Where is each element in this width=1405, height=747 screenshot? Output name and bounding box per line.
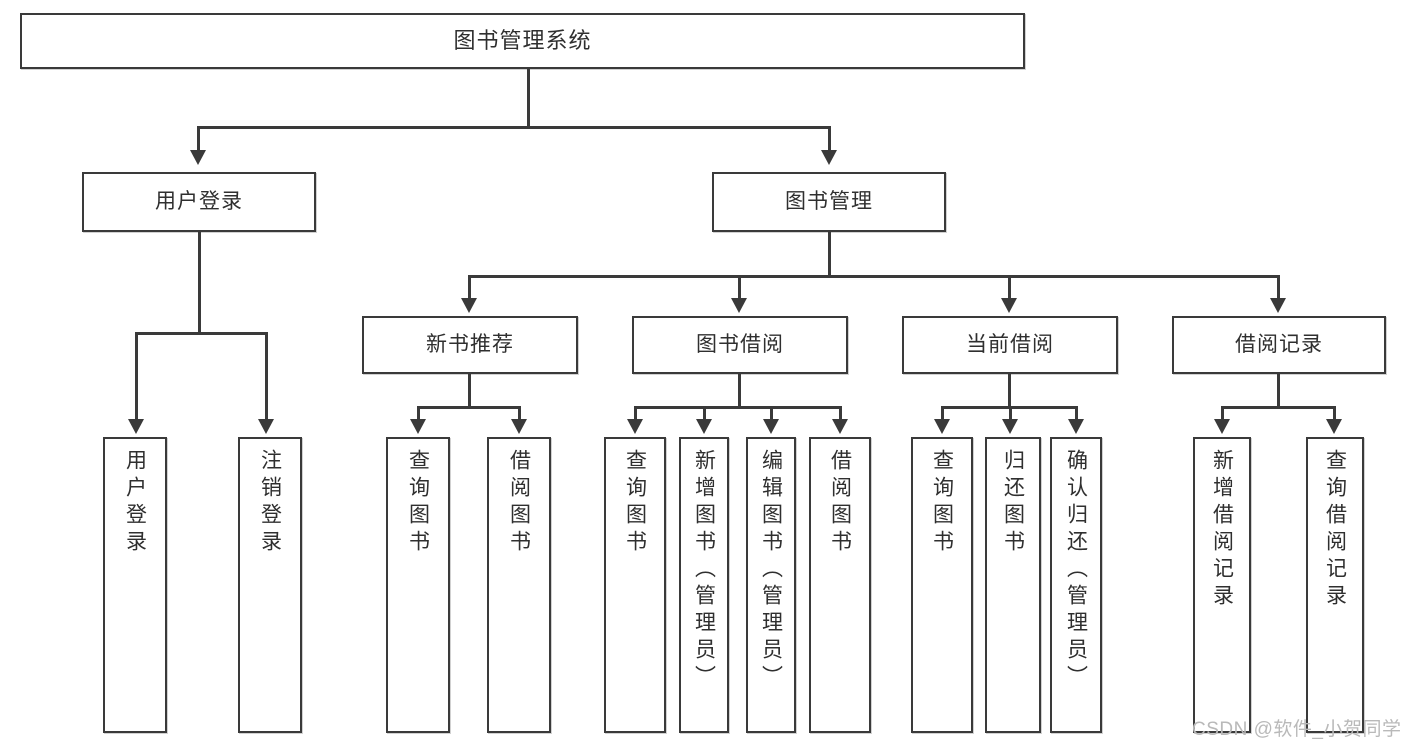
node-label: 图书管理 [785, 190, 873, 214]
leaf-current-borrow-confirm-return[interactable]: 确认归还（管理员） [1050, 437, 1102, 733]
node-label: 新增图书（管理员） [692, 449, 716, 692]
node-book-management[interactable]: 图书管理 [712, 172, 946, 232]
leaf-current-borrow-return-book[interactable]: 归还图书 [985, 437, 1041, 733]
connector-new-book-stem [468, 374, 471, 407]
connector-user-login-right [265, 332, 268, 420]
connector-book-borrow-l2 [703, 406, 706, 420]
leaf-book-borrow-query-book[interactable]: 查询图书 [604, 437, 666, 733]
connector-book-borrow-l3 [770, 406, 773, 420]
node-label: 查询借阅记录 [1323, 449, 1347, 611]
connector-root-to-book-mgmt [828, 126, 831, 152]
node-label: 新增借阅记录 [1210, 449, 1234, 611]
connector-book-borrow-stem [738, 374, 741, 407]
node-label: 新书推荐 [426, 333, 514, 357]
leaf-borrow-record-query-record[interactable]: 查询借阅记录 [1306, 437, 1364, 733]
node-label: 用户登录 [155, 190, 243, 214]
arrowhead-current-borrow-leaf-3 [1068, 419, 1084, 434]
node-label: 图书借阅 [696, 333, 784, 357]
node-label: 编辑图书（管理员） [759, 449, 783, 692]
node-label: 查询图书 [406, 449, 430, 557]
node-label: 图书管理系统 [453, 27, 592, 53]
node-label: 借阅图书 [828, 449, 852, 557]
connector-current-borrow-stem [1008, 374, 1011, 407]
leaf-book-borrow-add-book[interactable]: 新增图书（管理员） [679, 437, 729, 733]
connector-to-book-borrow [738, 275, 741, 299]
arrowhead-new-book-leaf-1 [410, 419, 426, 434]
connector-book-borrow-bus [634, 406, 842, 409]
node-label: 查询图书 [623, 449, 647, 557]
node-label: 确认归还（管理员） [1064, 449, 1088, 692]
node-current-borrow[interactable]: 当前借阅 [902, 316, 1118, 374]
node-label: 注销登录 [258, 449, 282, 557]
leaf-current-borrow-query-book[interactable]: 查询图书 [911, 437, 973, 733]
connector-borrow-record-bus [1221, 406, 1336, 409]
connector-borrow-record-l2 [1333, 406, 1336, 420]
arrowhead-user-login-leaf-1 [128, 419, 144, 434]
connector-user-login-left [135, 332, 138, 420]
leaf-book-borrow-edit-book[interactable]: 编辑图书（管理员） [746, 437, 796, 733]
arrowhead-book-borrow-leaf-4 [832, 419, 848, 434]
connector-new-book-l1 [417, 406, 420, 420]
connector-root-stem [527, 69, 530, 127]
arrowhead-borrow-record-leaf-1 [1214, 419, 1230, 434]
node-user-login[interactable]: 用户登录 [82, 172, 316, 232]
connector-current-borrow-l1 [941, 406, 944, 420]
connector-new-book-bus [417, 406, 521, 409]
arrowhead-to-borrow-record [1270, 298, 1286, 313]
arrowhead-book-borrow-leaf-1 [627, 419, 643, 434]
arrowhead-user-login-leaf-2 [258, 419, 274, 434]
node-label: 借阅图书 [507, 449, 531, 557]
connector-current-borrow-l3 [1075, 406, 1078, 420]
arrowhead-current-borrow-leaf-1 [934, 419, 950, 434]
node-borrow-record[interactable]: 借阅记录 [1172, 316, 1386, 374]
node-label: 查询图书 [930, 449, 954, 557]
node-label: 当前借阅 [966, 333, 1054, 357]
connector-book-borrow-l1 [634, 406, 637, 420]
node-book-borrow[interactable]: 图书借阅 [632, 316, 848, 374]
node-label: 归还图书 [1001, 449, 1025, 557]
node-root-system[interactable]: 图书管理系统 [20, 13, 1025, 69]
connector-new-book-l2 [518, 406, 521, 420]
connector-user-login-bus [135, 332, 268, 335]
arrowhead-to-user-login [190, 150, 206, 165]
leaf-book-borrow-borrow-book[interactable]: 借阅图书 [809, 437, 871, 733]
arrowhead-to-book-borrow [731, 298, 747, 313]
leaf-new-book-query-book[interactable]: 查询图书 [386, 437, 450, 733]
connector-book-borrow-l4 [839, 406, 842, 420]
connector-user-login-stem [198, 232, 201, 333]
connector-borrow-record-stem [1277, 374, 1280, 407]
node-label: 借阅记录 [1235, 333, 1323, 357]
arrowhead-borrow-record-leaf-2 [1326, 419, 1342, 434]
connector-root-to-user-login [197, 126, 200, 152]
leaf-user-login-login[interactable]: 用户登录 [103, 437, 167, 733]
leaf-new-book-borrow-book[interactable]: 借阅图书 [487, 437, 551, 733]
arrowhead-current-borrow-leaf-2 [1002, 419, 1018, 434]
connector-to-current-borrow [1008, 275, 1011, 299]
node-label: 用户登录 [123, 449, 147, 557]
arrowhead-to-current-borrow [1001, 298, 1017, 313]
connector-to-new-book [468, 275, 471, 299]
connector-root-bus [197, 126, 830, 129]
node-new-book-recommend[interactable]: 新书推荐 [362, 316, 578, 374]
arrowhead-to-new-book [461, 298, 477, 313]
arrowhead-new-book-leaf-2 [511, 419, 527, 434]
arrowhead-book-borrow-leaf-2 [696, 419, 712, 434]
arrowhead-book-borrow-leaf-3 [763, 419, 779, 434]
arrowhead-to-book-mgmt [821, 150, 837, 165]
leaf-user-login-logout[interactable]: 注销登录 [238, 437, 302, 733]
connector-current-borrow-l2 [1009, 406, 1012, 420]
connector-book-mgmt-bus [468, 275, 1280, 278]
leaf-borrow-record-add-record[interactable]: 新增借阅记录 [1193, 437, 1251, 733]
connector-to-borrow-record [1277, 275, 1280, 299]
connector-book-mgmt-stem [828, 232, 831, 276]
connector-borrow-record-l1 [1221, 406, 1224, 420]
